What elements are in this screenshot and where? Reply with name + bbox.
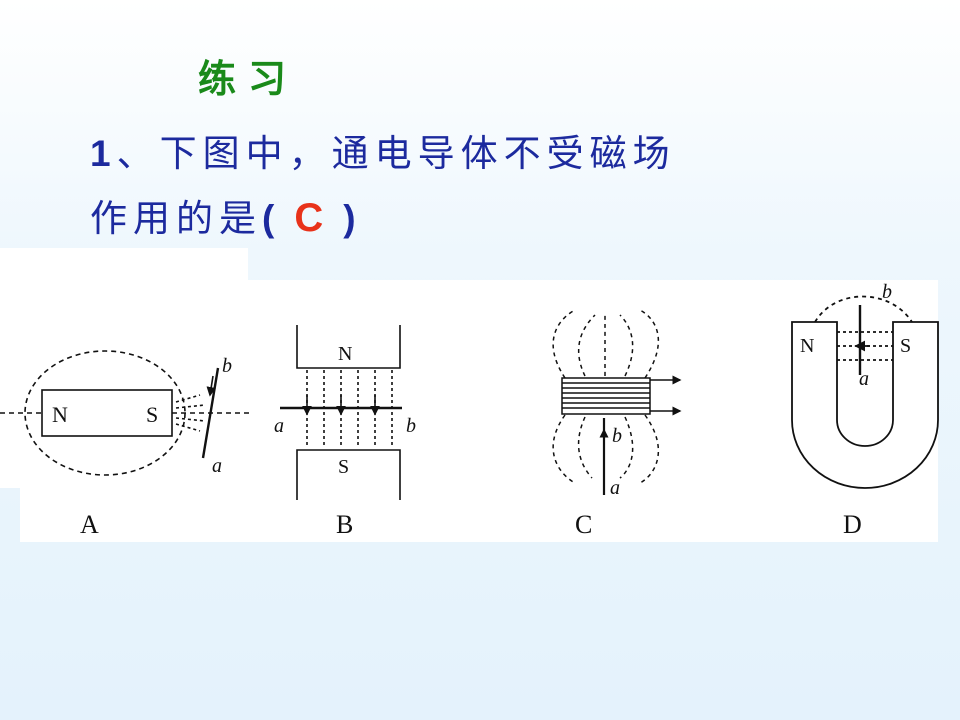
figure-c-caption: C: [575, 510, 592, 539]
figure-d-left-pole: N: [800, 335, 814, 357]
figure-b: [280, 325, 402, 500]
open-paren: (: [262, 198, 281, 239]
exercise-heading: 练习: [198, 56, 299, 101]
figure-d: [791, 295, 939, 489]
figure-d-caption: D: [843, 510, 862, 539]
figure-b-label-a: a: [274, 415, 284, 437]
figure-a-left-pole: N: [52, 402, 68, 427]
figure-a: [0, 350, 250, 476]
figure-c: [552, 309, 682, 495]
figure-b-label-b: b: [406, 415, 416, 437]
figure-c-label-a: a: [610, 477, 620, 499]
figure-a-label-a: a: [212, 455, 222, 477]
figure-a-label-b: b: [222, 355, 232, 377]
close-paren: ): [343, 198, 362, 239]
question-line-2: 作用的是( C): [90, 186, 870, 251]
question-stem-1: 、下图中，通电导体不受磁场: [116, 132, 676, 175]
question-stem-2: 作用的是: [90, 197, 262, 240]
figure-a-right-pole: S: [146, 402, 158, 427]
figure-d-right-pole: S: [900, 335, 911, 357]
question-number: 1: [90, 133, 117, 174]
figure-b-caption: B: [336, 510, 353, 539]
figure-d-label-a: a: [859, 368, 869, 390]
figure-a-caption: A: [80, 510, 99, 539]
figure-area: [20, 280, 938, 542]
question-text: 1、下图中，通电导体不受磁场 作用的是( C): [90, 122, 870, 251]
answer-letter: C: [294, 196, 330, 240]
figure-b-bottom-pole: S: [338, 456, 349, 478]
figure-c-label-b: b: [612, 425, 622, 447]
figure-b-top-pole: N: [338, 343, 352, 365]
question-line-1: 1、下图中，通电导体不受磁场: [90, 122, 870, 186]
figure-d-label-b: b: [882, 281, 892, 303]
